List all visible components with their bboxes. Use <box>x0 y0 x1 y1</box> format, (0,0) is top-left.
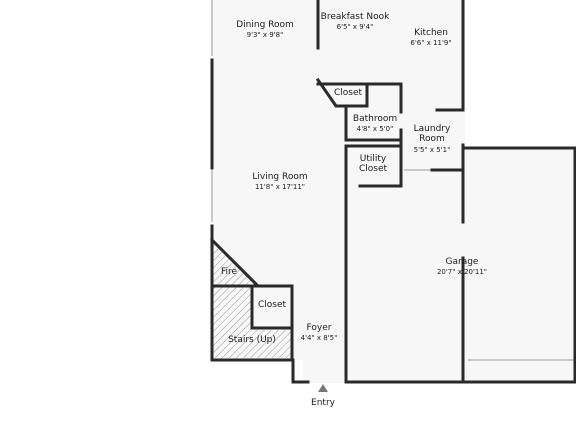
room-fire: Fire <box>221 267 237 277</box>
room-stairs: Stairs (Up) <box>228 335 276 345</box>
room-name: Closet <box>333 88 363 98</box>
entry-arrow-icon <box>318 384 328 392</box>
room-dimensions: 6'5" x 9'4" <box>336 23 374 32</box>
room-name: Garage <box>445 257 479 267</box>
room-laundry-room: Laundry Room 5'5" x 5'1" <box>408 124 456 154</box>
room-name: Closet <box>257 300 287 310</box>
room-foyer: Foyer 4'4" x 8'5" <box>301 323 338 342</box>
room-dimensions: 9'3" x 9'8" <box>246 31 284 40</box>
room-name: Dining Room <box>236 20 294 30</box>
room-utility-closet: Utility Closet <box>353 154 393 175</box>
room-name: Foyer <box>306 323 332 333</box>
room-dimensions: 4'8" x 5'0" <box>356 125 394 134</box>
room-kitchen: Kitchen 6'6" x 11'9" <box>410 28 451 47</box>
walls <box>209 0 576 384</box>
room-name: Kitchen <box>414 28 448 38</box>
room-name: Fire <box>220 267 238 277</box>
room-name: Living Room <box>252 172 308 182</box>
room-closet-lower: Closet <box>258 300 286 310</box>
room-dimensions: 5'5" x 5'1" <box>413 145 451 154</box>
windows <box>211 0 574 361</box>
room-bathroom: Bathroom 4'8" x 5'0" <box>353 114 397 133</box>
room-dimensions: 4'4" x 8'5" <box>300 334 338 343</box>
room-breakfast-nook: Breakfast Nook 6'5" x 9'4" <box>321 12 390 31</box>
room-dimensions: 20'7" x 20'11" <box>436 268 488 277</box>
room-name: Bathroom <box>352 114 398 124</box>
room-name: Laundry Room <box>413 124 451 145</box>
entry-label: Entry <box>311 398 335 408</box>
room-dining-room: Dining Room 9'3" x 9'8" <box>236 20 294 39</box>
room-dimensions: 11'8" x 17'11" <box>254 183 306 192</box>
room-name: Stairs (Up) <box>228 335 276 345</box>
room-name: Breakfast Nook <box>320 12 390 22</box>
room-closet-upper: Closet <box>334 88 362 98</box>
room-garage: Garage 20'7" x 20'11" <box>437 257 487 276</box>
floor-fill <box>213 0 575 383</box>
room-living-room: Living Room 11'8" x 17'11" <box>252 172 307 191</box>
room-dimensions: 6'6" x 11'9" <box>410 39 452 48</box>
room-name: Utility Closet <box>358 154 388 175</box>
